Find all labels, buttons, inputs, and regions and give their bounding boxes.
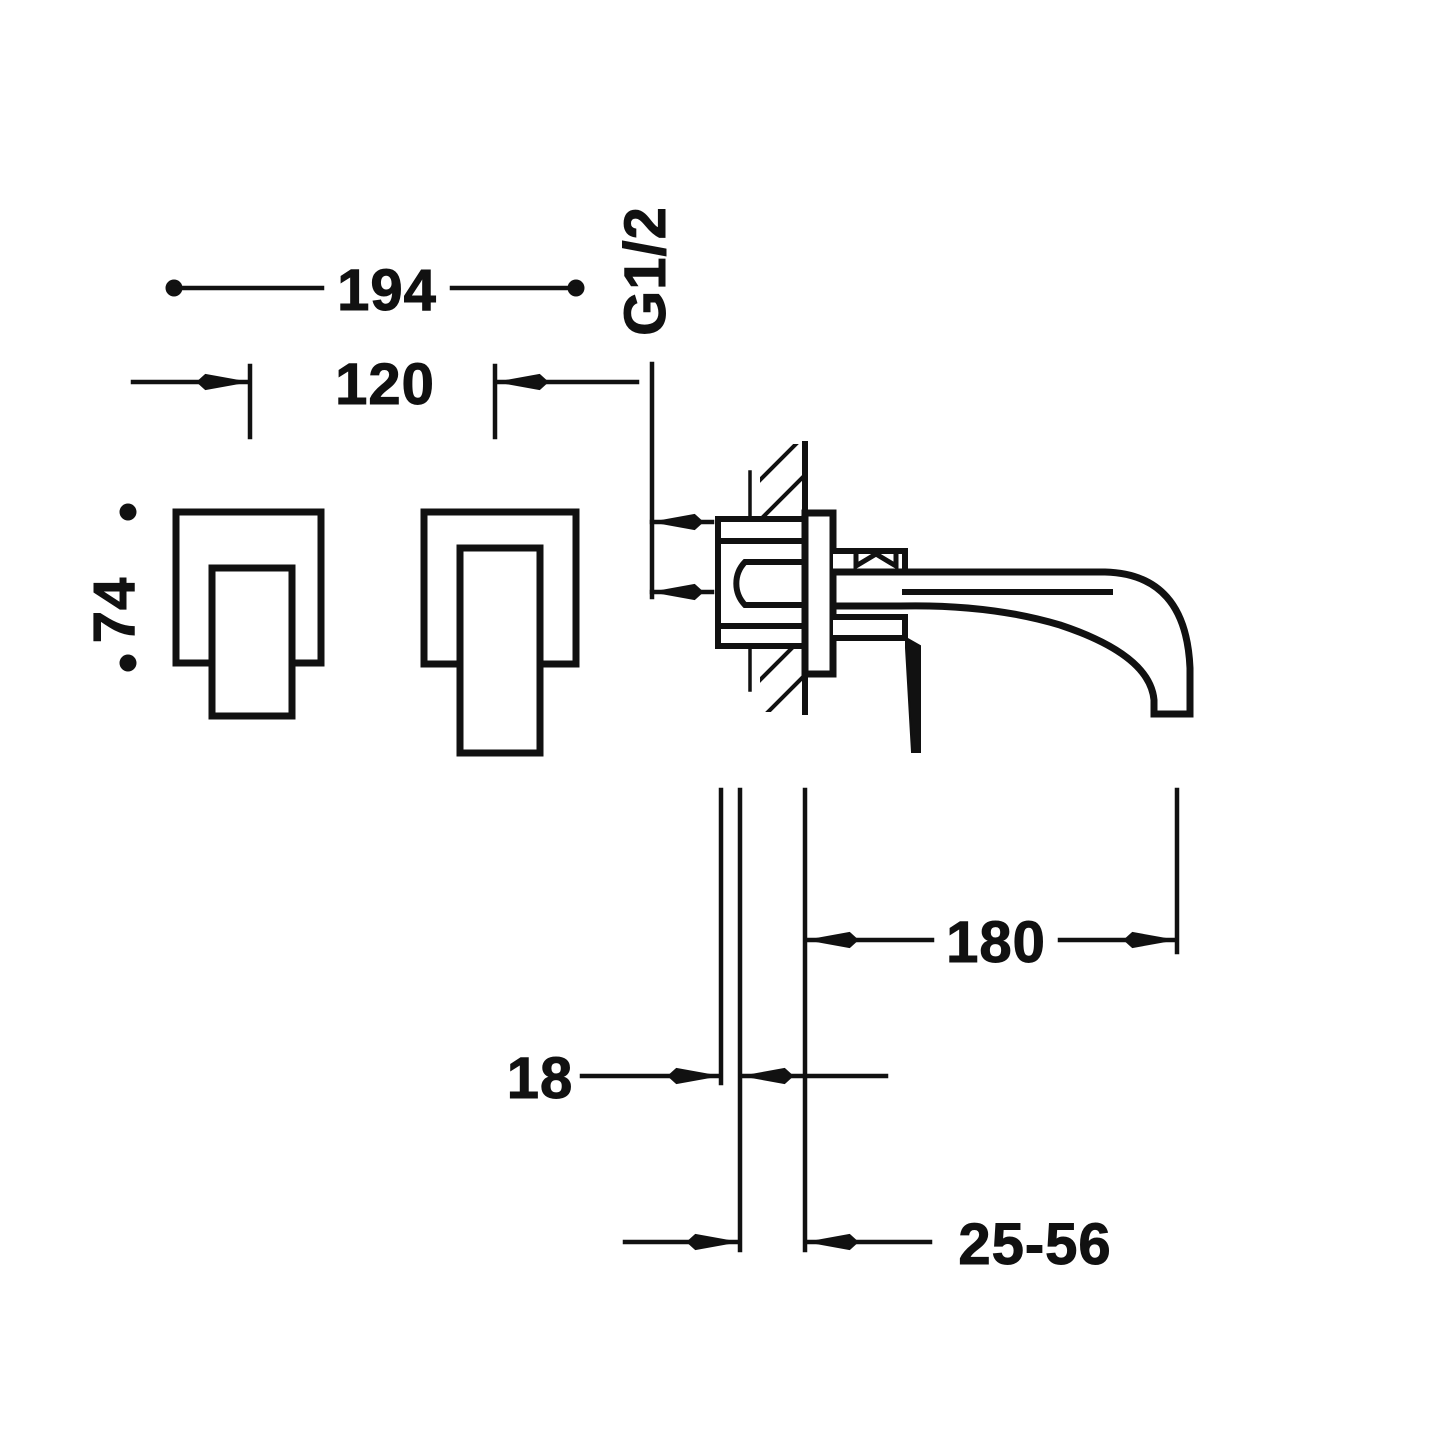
handle-right-lever	[456, 544, 544, 757]
handle-right	[420, 508, 580, 757]
spout-collar-notch	[853, 548, 899, 571]
escutcheon-flange	[801, 509, 837, 678]
dim-74-top-dot	[119, 503, 137, 521]
spout-inner-curve	[829, 602, 1158, 718]
dim-74-bottom-dot	[119, 654, 137, 672]
dim-18-label: 18	[507, 1046, 574, 1111]
inlet-cavity	[733, 559, 771, 608]
spout-collar-lower	[830, 614, 908, 641]
dim-120-label: 120	[335, 352, 435, 417]
dim-2556-label: 25-56	[958, 1212, 1111, 1277]
dim-g-half-label: G1/2	[613, 206, 678, 336]
dimension-g-half	[649, 361, 715, 601]
dim-194-label: 194	[337, 258, 437, 323]
bottom-extension-lines	[718, 787, 1180, 1253]
spout-assembly	[829, 548, 1194, 718]
escutcheon-outline	[801, 509, 837, 678]
dimension-180: 180	[804, 910, 1178, 976]
spout-outer-curve	[829, 568, 1194, 718]
dimension-25-56: 25-56	[622, 1212, 1111, 1278]
dimension-18: 18	[506, 1046, 889, 1112]
dim-74-label: 74	[82, 577, 147, 644]
pop-up-rod-shape	[905, 636, 921, 753]
handle-left	[172, 508, 325, 720]
dim-180-label: 180	[946, 910, 1046, 975]
handle-left-lever	[208, 564, 296, 720]
pop-up-rod	[905, 636, 921, 753]
dimension-194: 194	[165, 258, 585, 324]
dimension-74	[119, 503, 137, 672]
dimension-120: 120	[130, 352, 640, 440]
inlet-body	[715, 516, 814, 649]
